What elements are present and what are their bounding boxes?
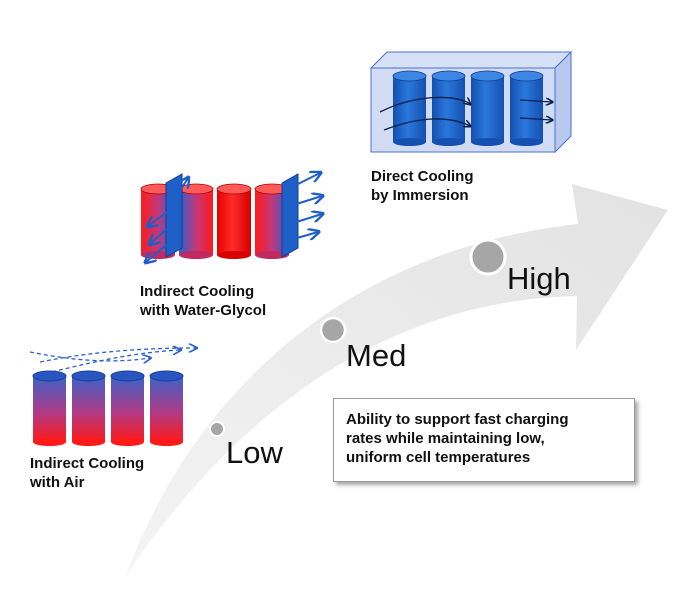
level-med: Med xyxy=(346,338,407,373)
cell xyxy=(216,183,252,259)
air-cooled-cells xyxy=(29,348,196,446)
label-line: Indirect Cooling xyxy=(140,283,255,300)
cell xyxy=(149,370,184,446)
cell xyxy=(470,70,505,146)
cooling-plate xyxy=(165,173,183,258)
label-indirect-air: Indirect Cooling with Air xyxy=(30,454,144,492)
cell xyxy=(110,370,145,446)
label-direct-immersion: Direct Cooling by Immersion xyxy=(371,167,474,205)
cell xyxy=(32,370,67,446)
level-low: Low xyxy=(226,435,283,470)
cell xyxy=(71,370,106,446)
high-marker xyxy=(469,238,507,276)
med-marker xyxy=(319,316,347,344)
level-high: High xyxy=(507,261,571,296)
tank-top xyxy=(369,51,573,69)
immersion-flow-arrows xyxy=(379,96,552,131)
low-marker xyxy=(209,421,225,437)
callout-line: uniform cell temperatures xyxy=(346,449,531,466)
cell xyxy=(431,70,466,146)
cooling-plate xyxy=(281,173,299,258)
progression-arrow xyxy=(126,184,668,576)
callout-box: Ability to support fast charging rates w… xyxy=(333,398,635,482)
label-line: by Immersion xyxy=(371,187,469,204)
label-line: with Water-Glycol xyxy=(140,302,267,319)
cell xyxy=(178,183,214,259)
air-flow-arrows xyxy=(29,348,196,373)
cell xyxy=(392,70,427,146)
coolant-flow-arrows xyxy=(146,173,322,262)
label-line: with Air xyxy=(30,474,85,491)
cell xyxy=(509,70,544,146)
callout-line: rates while maintaining low, xyxy=(346,430,545,447)
water-glycol-cooled-cells xyxy=(140,173,322,262)
label-indirect-water-glycol: Indirect Cooling with Water-Glycol xyxy=(140,282,266,320)
tank-side xyxy=(554,50,572,154)
label-line: Direct Cooling xyxy=(371,168,474,185)
label-line: Indirect Cooling xyxy=(30,455,145,472)
immersion-cooled-cells xyxy=(369,50,573,154)
callout-line: Ability to support fast charging xyxy=(346,411,569,428)
